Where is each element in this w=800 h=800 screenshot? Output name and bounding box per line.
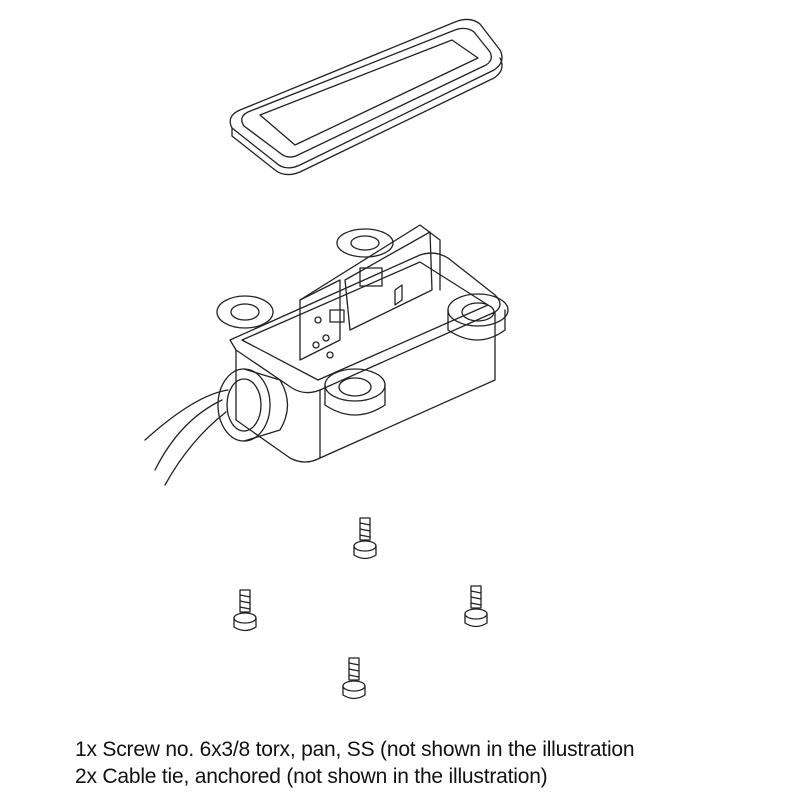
screws <box>233 517 488 700</box>
mounting-ears <box>216 228 509 416</box>
screw <box>353 517 377 560</box>
lid <box>229 18 503 176</box>
screw <box>464 585 488 628</box>
note-cable-tie: 2x Cable tie, anchored (not shown in the… <box>75 765 548 788</box>
screw <box>233 589 257 632</box>
cable-gland <box>144 368 289 486</box>
enclosure-body <box>229 224 501 463</box>
note-screw: 1x Screw no. 6x3/8 torx, pan, SS (not sh… <box>75 738 635 761</box>
screw <box>342 657 366 700</box>
